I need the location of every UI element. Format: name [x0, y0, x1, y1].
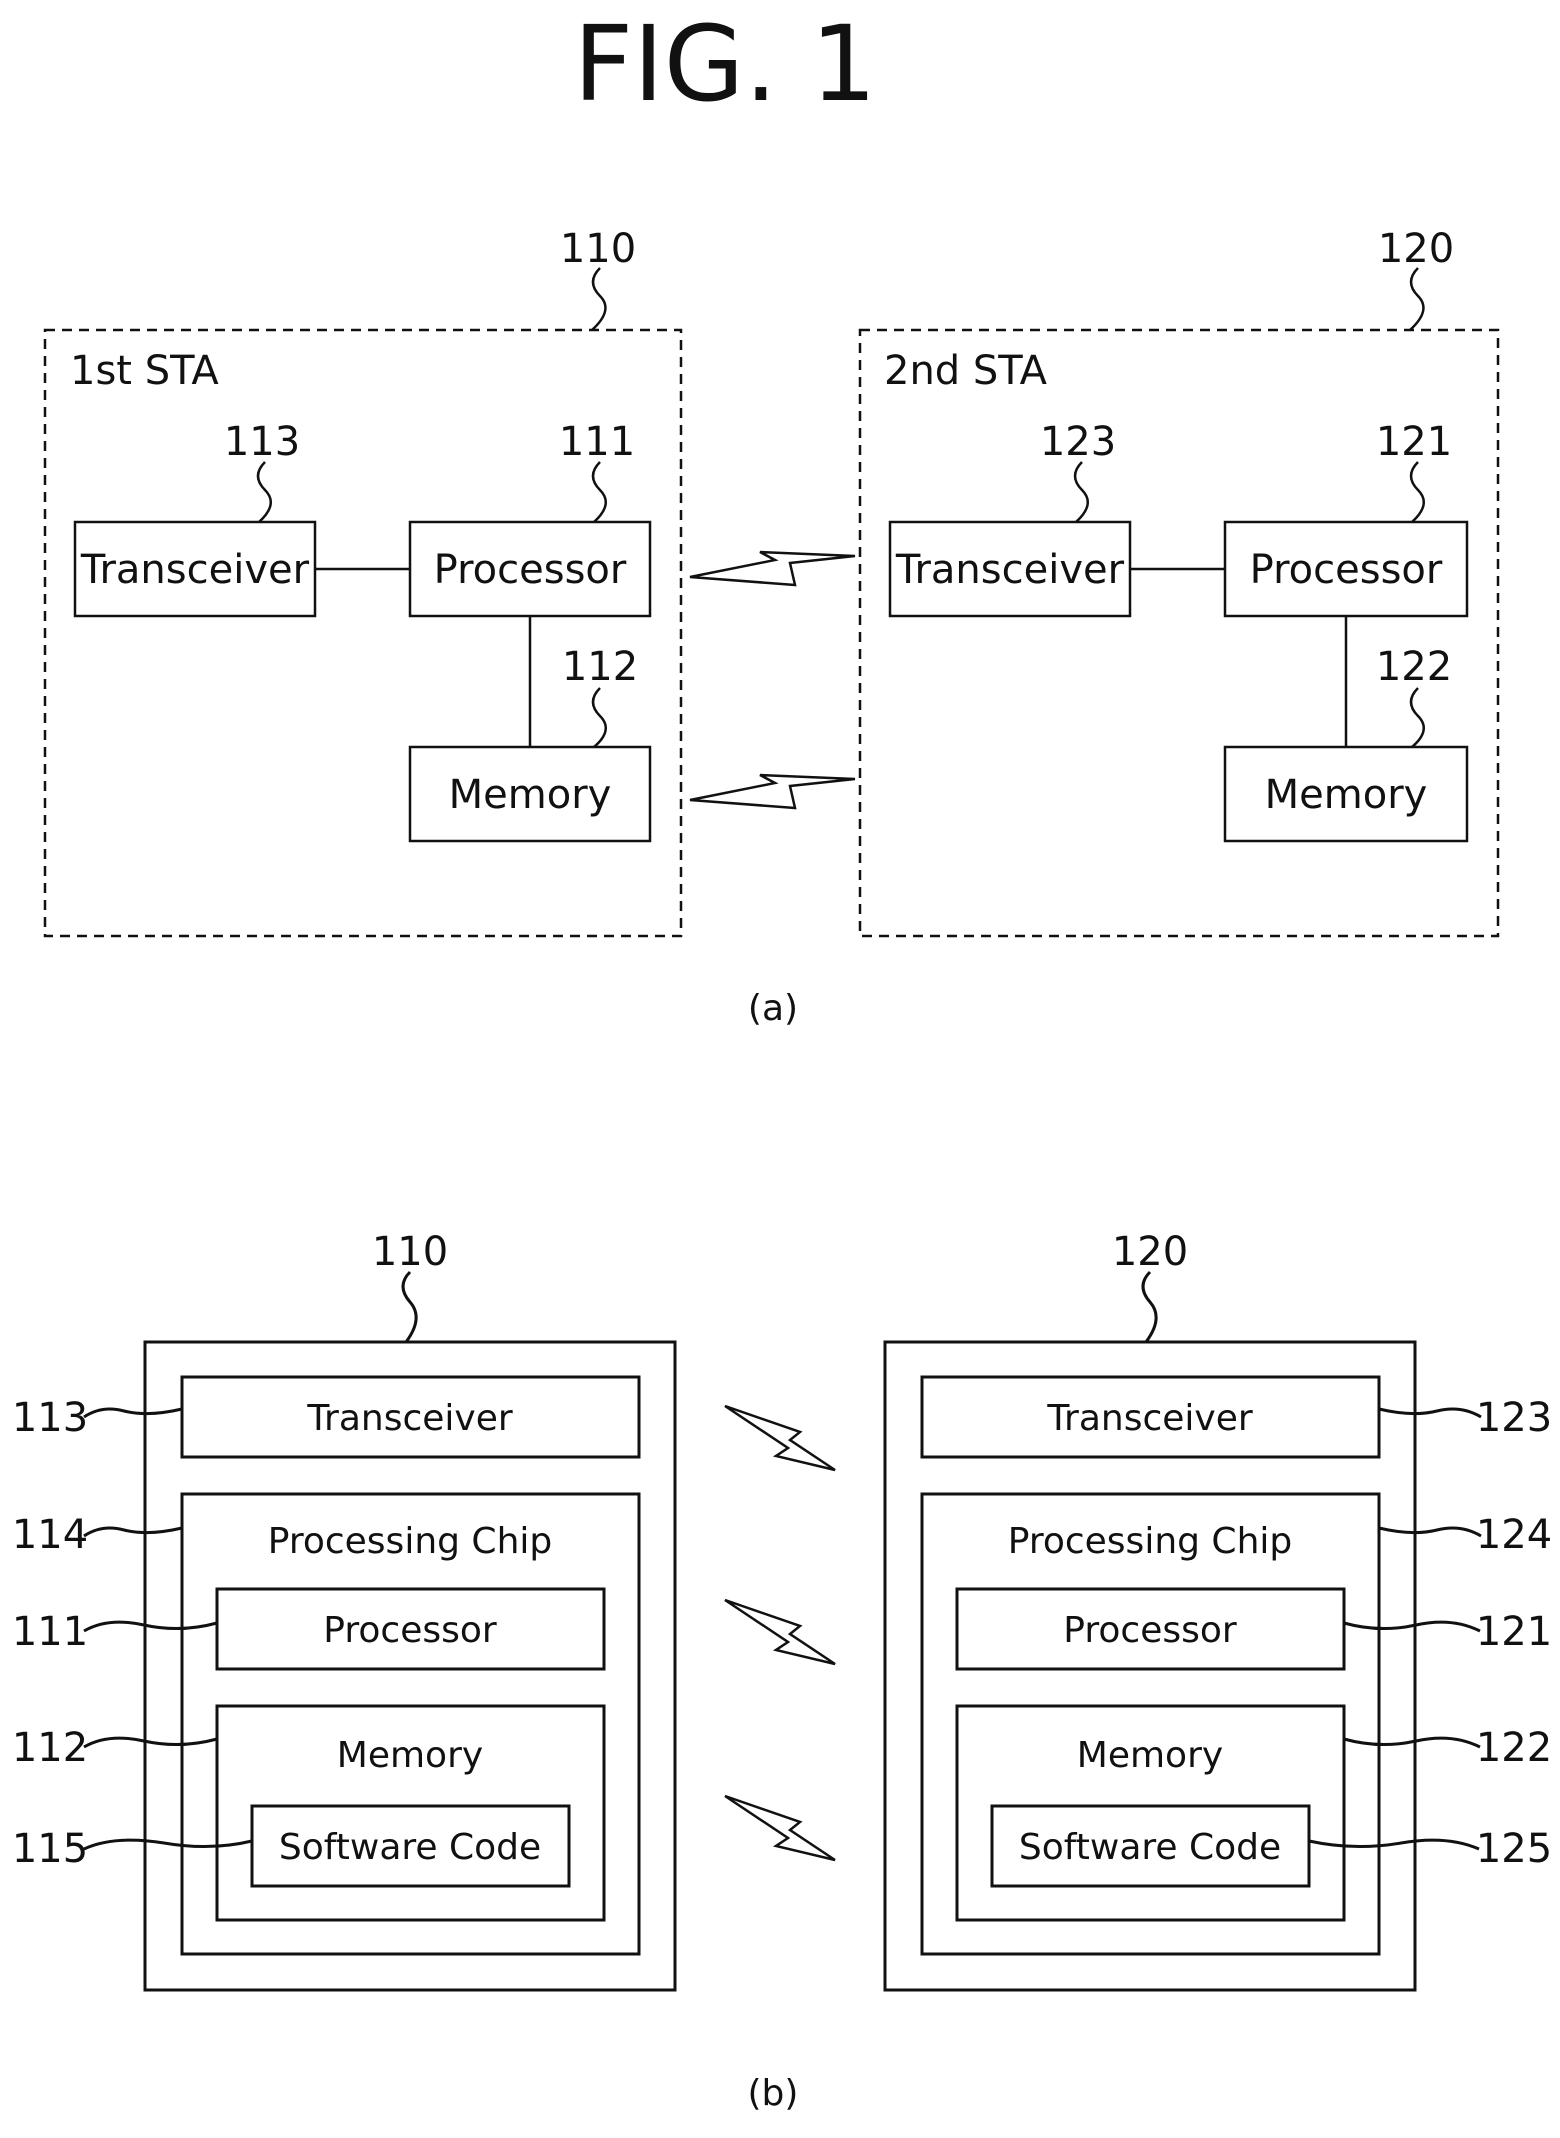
- dev1-chip-label: Processing Chip: [268, 1521, 552, 1562]
- dev1-memory-label: Memory: [337, 1735, 483, 1776]
- dev1-transceiver-label: Transceiver: [306, 1398, 513, 1439]
- dev1-ref: 110: [372, 1229, 448, 1275]
- dev1-transceiver-ref: 113: [12, 1395, 88, 1441]
- sta1-ref: 110: [560, 226, 636, 272]
- leader-113-b: [84, 1409, 182, 1417]
- leader-123-b: [1379, 1409, 1481, 1417]
- sta1-memory-ref: 112: [562, 644, 638, 690]
- dev2-ref: 120: [1112, 1229, 1188, 1275]
- sta2-processor-ref: 121: [1376, 419, 1452, 465]
- leader-113-a: [258, 462, 271, 522]
- sta2-ref: 120: [1378, 226, 1454, 272]
- dev2-processor-ref: 121: [1476, 1609, 1552, 1655]
- leader-124-b: [1379, 1528, 1481, 1536]
- figure-title: FIG. 1: [573, 3, 876, 125]
- dev2-outer-box: [885, 1342, 1415, 1990]
- leader-125-b: [1309, 1840, 1479, 1849]
- sta1-transceiver-label: Transceiver: [80, 547, 310, 593]
- sta1-memory-label: Memory: [449, 772, 612, 818]
- wireless-links-a: [690, 552, 855, 808]
- dev1-processor-ref: 111: [12, 1609, 88, 1655]
- leader-115-b: [84, 1840, 252, 1849]
- dev2-memory-label: Memory: [1077, 1735, 1223, 1776]
- leader-122-a: [1411, 688, 1424, 747]
- leader-110-a: [592, 268, 605, 330]
- dev2-memory-ref: 122: [1476, 1725, 1552, 1771]
- wireless-link-icon: [690, 552, 855, 585]
- leader-114-b: [84, 1528, 182, 1536]
- caption-b: (b): [748, 2073, 799, 2114]
- dev2-code-ref: 125: [1476, 1826, 1552, 1872]
- leader-110-b: [403, 1272, 416, 1342]
- dev1-processor-label: Processor: [323, 1610, 497, 1651]
- dev1-outer-box: [145, 1342, 675, 1990]
- sta1-processor-label: Processor: [434, 547, 627, 593]
- wireless-links-b: [725, 1406, 835, 1860]
- sta2-memory-label: Memory: [1265, 772, 1428, 818]
- dev2-chip-label: Processing Chip: [1008, 1521, 1292, 1562]
- sta2-transceiver-label: Transceiver: [895, 547, 1125, 593]
- sta2-name: 2nd STA: [884, 348, 1048, 394]
- sta1-processor-ref: 111: [559, 419, 635, 465]
- wireless-link-icon: [725, 1796, 835, 1860]
- dev2-code-label: Software Code: [1019, 1827, 1281, 1868]
- sta2-memory-ref: 122: [1376, 644, 1452, 690]
- leader-111-b: [84, 1622, 217, 1631]
- wireless-link-icon: [690, 775, 855, 808]
- sta2-transceiver-ref: 123: [1040, 419, 1116, 465]
- dev1-memory-ref: 112: [12, 1725, 88, 1771]
- sta2-processor-label: Processor: [1250, 547, 1443, 593]
- wireless-link-icon: [725, 1600, 835, 1664]
- sta1-name: 1st STA: [70, 348, 219, 394]
- leader-122-b: [1344, 1738, 1480, 1747]
- leader-111-a: [593, 462, 606, 522]
- leader-112-b: [84, 1738, 217, 1747]
- dev1-code-ref: 115: [12, 1826, 88, 1872]
- leader-120-a: [1410, 268, 1423, 330]
- leader-121-a: [1411, 462, 1424, 522]
- caption-a: (a): [748, 988, 798, 1029]
- dev2-transceiver-label: Transceiver: [1046, 1398, 1253, 1439]
- leader-123-a: [1075, 462, 1088, 522]
- dev2-chip-ref: 124: [1476, 1512, 1552, 1558]
- dev1-code-label: Software Code: [279, 1827, 541, 1868]
- dev2-processor-label: Processor: [1063, 1610, 1237, 1651]
- dev2-transceiver-ref: 123: [1476, 1395, 1552, 1441]
- leader-121-b: [1344, 1622, 1480, 1631]
- leader-112-a: [593, 688, 606, 747]
- sta1-transceiver-ref: 113: [224, 419, 300, 465]
- leader-120-b: [1143, 1272, 1156, 1342]
- dev1-chip-ref: 114: [12, 1512, 88, 1558]
- wireless-link-icon: [725, 1406, 835, 1470]
